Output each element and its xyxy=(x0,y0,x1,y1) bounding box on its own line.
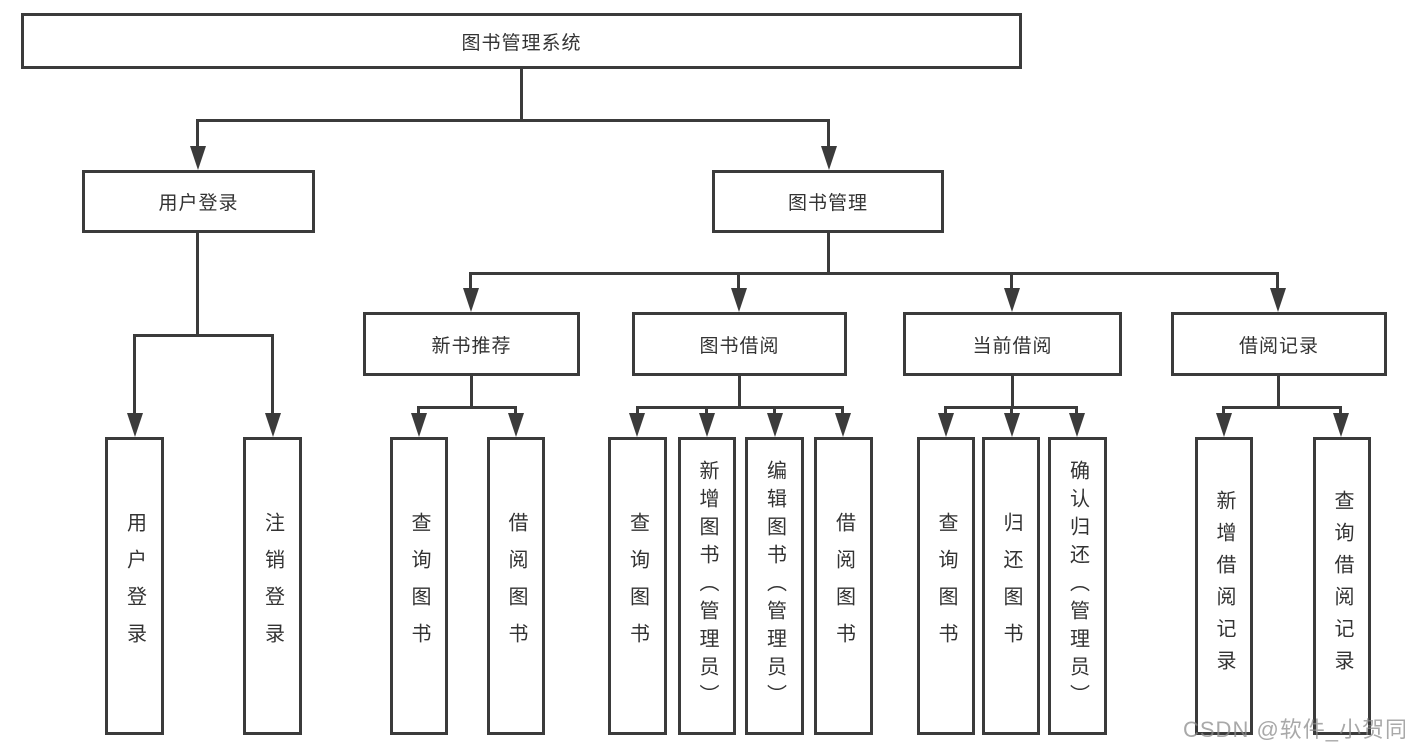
leaf-current-confirm-return-admin: 确认归还（管理员） xyxy=(1048,437,1107,735)
connector-line xyxy=(944,408,947,416)
connector-line xyxy=(469,272,1279,275)
arrow-down-icon xyxy=(1004,288,1020,312)
arrow-down-icon xyxy=(1069,413,1085,437)
node-label: 查询图书 xyxy=(935,512,957,660)
arrow-down-icon xyxy=(127,413,143,437)
leaf-logout: 注销登录 xyxy=(243,437,302,735)
connector-line xyxy=(738,376,741,408)
connector-line xyxy=(196,233,199,336)
connector-line xyxy=(469,274,472,290)
node-book-borrow: 图书借阅 xyxy=(632,312,847,376)
connector-line xyxy=(1222,408,1225,416)
leaf-records-add-borrow-record: 新增借阅记录 xyxy=(1195,437,1253,735)
connector-line xyxy=(636,408,639,416)
node-user-login: 用户登录 xyxy=(82,170,315,233)
connector-line xyxy=(1075,408,1078,416)
connector-line xyxy=(417,408,420,416)
node-label: 用户登录 xyxy=(123,512,146,660)
arrow-down-icon xyxy=(1333,413,1349,437)
arrow-down-icon xyxy=(411,413,427,437)
connector-line xyxy=(773,408,776,416)
leaf-recommend-borrow-books: 借阅图书 xyxy=(487,437,545,735)
csdn-watermark: CSDN @软件_小贺同学 xyxy=(1183,717,1405,742)
node-label: 新增图书（管理员） xyxy=(696,460,718,712)
node-label: 查询图书 xyxy=(626,512,649,660)
arrow-down-icon xyxy=(508,413,524,437)
node-label: 借阅图书 xyxy=(505,512,527,660)
node-label: 图书管理 xyxy=(787,193,868,214)
connector-line xyxy=(827,233,830,274)
arrow-down-icon xyxy=(190,146,206,170)
leaf-borrow-edit-books-admin: 编辑图书（管理员） xyxy=(745,437,804,735)
connector-line xyxy=(1339,408,1342,416)
connector-line xyxy=(1010,274,1013,290)
node-label: 查询图书 xyxy=(408,512,430,660)
node-label: 新书推荐 xyxy=(431,335,512,357)
arrow-down-icon xyxy=(938,413,954,437)
connector-line xyxy=(944,406,1078,409)
node-label: 查询借阅记录 xyxy=(1331,490,1353,682)
arrow-down-icon xyxy=(767,413,783,437)
arrow-down-icon xyxy=(1216,413,1232,437)
node-label: 归还图书 xyxy=(1000,512,1022,660)
connector-line xyxy=(1277,376,1280,408)
connector-line xyxy=(271,336,274,415)
arrow-down-icon xyxy=(463,288,479,312)
connector-line xyxy=(1276,274,1279,290)
connector-line xyxy=(520,69,523,121)
node-label: 当前借阅 xyxy=(972,335,1053,357)
connector-line xyxy=(133,336,136,415)
node-label: 图书借阅 xyxy=(699,335,780,357)
connector-line xyxy=(133,334,274,337)
connector-line xyxy=(470,376,473,408)
node-label: 用户登录 xyxy=(158,193,239,214)
leaf-borrow-borrow-books: 借阅图书 xyxy=(814,437,873,735)
arrow-down-icon xyxy=(1270,288,1286,312)
connector-line xyxy=(196,121,199,149)
arrow-down-icon xyxy=(1004,413,1020,437)
arrow-down-icon xyxy=(265,413,281,437)
node-label: 借阅记录 xyxy=(1238,335,1319,357)
connector-line xyxy=(196,119,830,122)
leaf-borrow-add-books-admin: 新增图书（管理员） xyxy=(678,437,736,735)
connector-line xyxy=(1010,408,1013,416)
connector-line xyxy=(737,274,740,290)
node-label: 新增借阅记录 xyxy=(1213,490,1235,682)
node-label: 确认归还（管理员） xyxy=(1066,460,1089,712)
connector-line xyxy=(417,406,517,409)
arrow-down-icon xyxy=(629,413,645,437)
leaf-recommend-query-books: 查询图书 xyxy=(390,437,448,735)
node-book-management: 图书管理 xyxy=(712,170,944,233)
connector-line xyxy=(827,121,830,149)
node-library-management-system: 图书管理系统 xyxy=(21,13,1022,69)
leaf-current-return-books: 归还图书 xyxy=(982,437,1040,735)
connector-line xyxy=(1222,406,1342,409)
leaf-current-query-books: 查询图书 xyxy=(917,437,975,735)
node-label: 图书管理系统 xyxy=(461,32,582,54)
leaf-user-login: 用户登录 xyxy=(105,437,164,735)
arrow-down-icon xyxy=(731,288,747,312)
connector-line xyxy=(1011,376,1014,408)
node-current-borrow: 当前借阅 xyxy=(903,312,1122,376)
node-borrow-records: 借阅记录 xyxy=(1171,312,1387,376)
arrow-down-icon xyxy=(821,146,837,170)
leaf-records-query-borrow-record: 查询借阅记录 xyxy=(1313,437,1371,735)
node-label: 编辑图书（管理员） xyxy=(763,460,786,712)
connector-line xyxy=(841,408,844,416)
connector-line xyxy=(514,408,517,416)
node-new-book-recommend: 新书推荐 xyxy=(363,312,580,376)
connector-line xyxy=(705,408,708,416)
leaf-borrow-query-books: 查询图书 xyxy=(608,437,667,735)
node-label: 借阅图书 xyxy=(832,512,855,660)
arrow-down-icon xyxy=(835,413,851,437)
connector-line xyxy=(636,406,844,409)
node-label: 注销登录 xyxy=(261,512,284,660)
arrow-down-icon xyxy=(699,413,715,437)
